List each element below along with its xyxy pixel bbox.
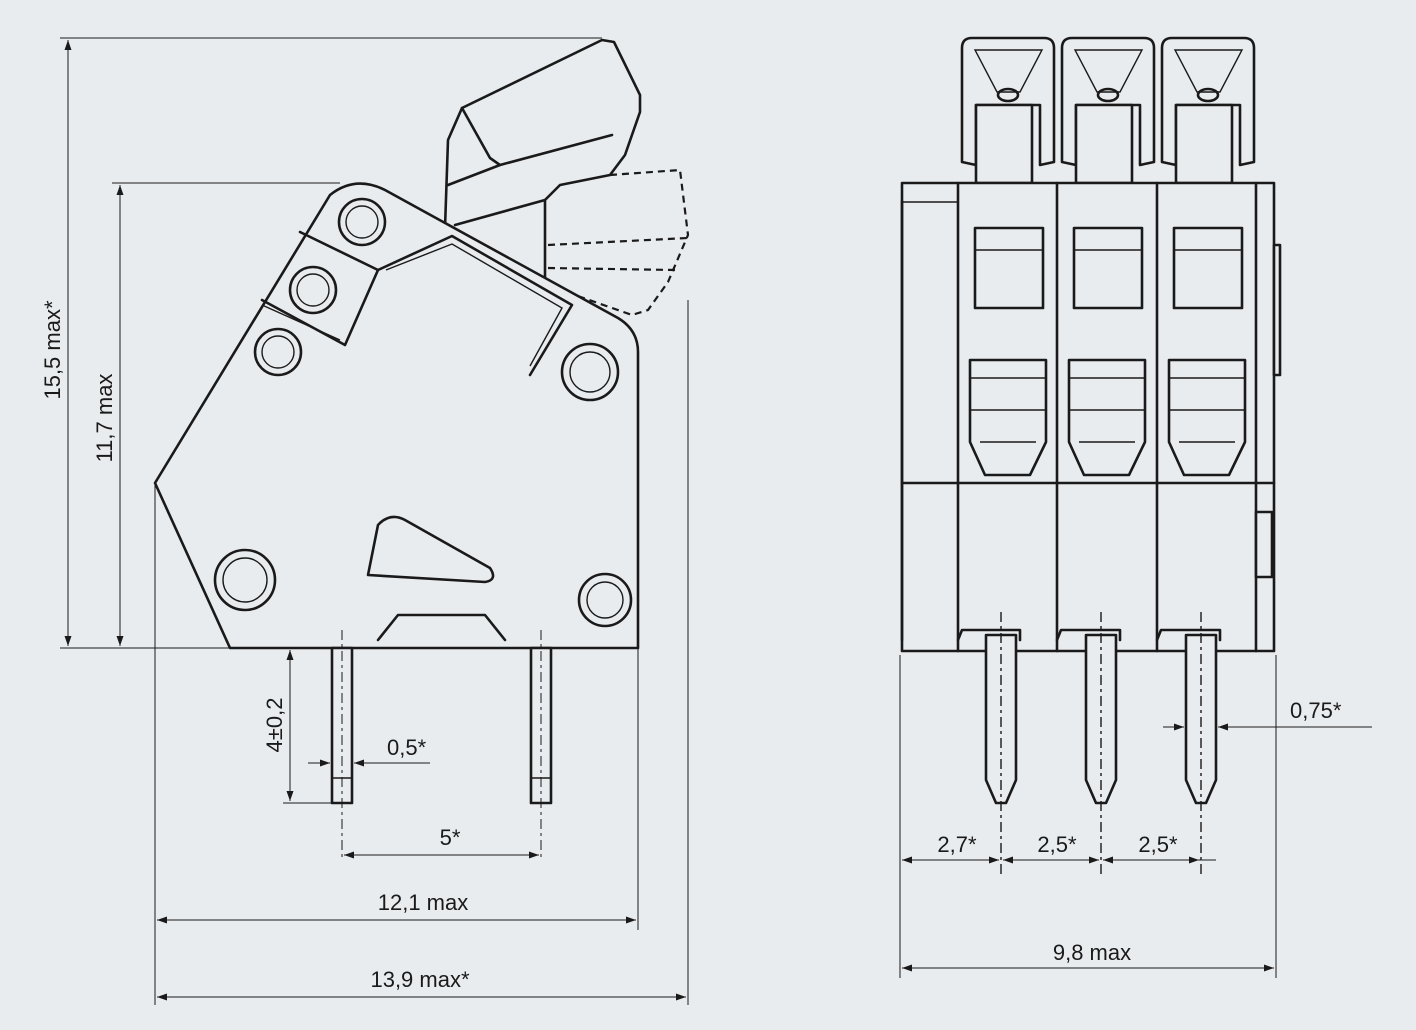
dim-edge-to-first-pin: 2,7* [937, 832, 977, 857]
push-buttons [960, 36, 1256, 185]
side-pins [330, 630, 553, 860]
dim-pin-width: 0,75* [1290, 698, 1342, 723]
clamp-windows [968, 358, 1247, 477]
side-view: 15,5 max* 11,7 max 4±0,2 0,5* 5* 12,1 ma… [40, 37, 690, 1005]
dim-total-width: 9,8 max [1053, 940, 1131, 965]
dim-pin-thickness: 0,5* [387, 735, 427, 760]
dim-width-body: 12,1 max [378, 890, 469, 915]
lever-closed-dashed [574, 168, 690, 317]
rivet-holes [213, 197, 633, 628]
front-view: 0,75* 2,7* 2,5* 2,5* 9,8 max [899, 36, 1372, 978]
dim-pin-length: 4±0,2 [262, 698, 287, 753]
upper-windows [973, 226, 1244, 310]
dim-width-overall: 13,9 max* [370, 967, 469, 992]
dim-pin-pitch: 5* [440, 825, 461, 850]
dim-pitch-2: 2,5* [1138, 832, 1178, 857]
front-pins [984, 612, 1218, 875]
lever-open [443, 38, 642, 284]
dim-height-body: 11,7 max [92, 374, 117, 463]
triangle-window [366, 515, 495, 584]
dim-height-overall: 15,5 max* [40, 300, 65, 399]
dim-pitch-1: 2,5* [1037, 832, 1077, 857]
housing-side [153, 182, 640, 650]
